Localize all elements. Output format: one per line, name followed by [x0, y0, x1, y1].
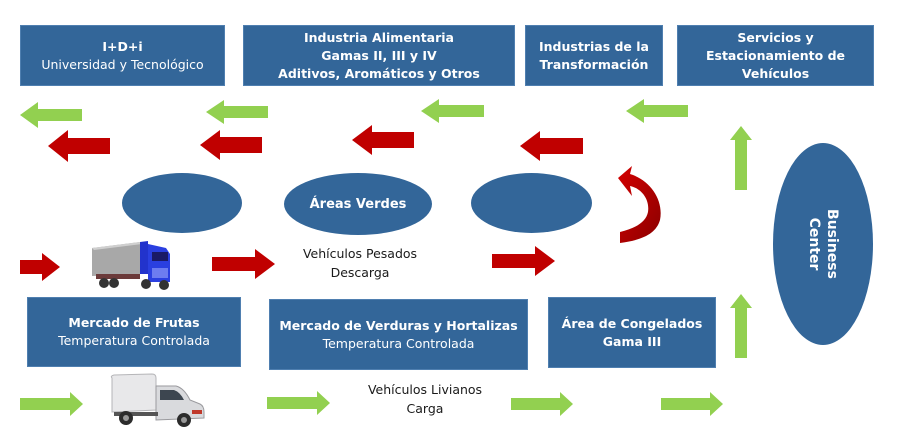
- heavy-vehicles-label: Vehículos Pesados Descarga: [290, 244, 430, 282]
- heavy-vehicles-line1: Vehículos Pesados: [302, 246, 418, 261]
- green-arrow-right: [20, 392, 83, 416]
- heavy-vehicles-line2: Descarga: [330, 265, 390, 280]
- light-vehicles-label: Vehículos Livianos Carga: [355, 380, 495, 418]
- box-industria-alimentaria-line1: Industria Alimentaria: [304, 29, 454, 45]
- green-arrow-right: [661, 392, 723, 416]
- business-center-line1: Business: [824, 209, 840, 279]
- box-mercado-verduras-subtitle: Temperatura Controlada: [322, 335, 475, 351]
- box-industria-alimentaria-line3: Aditivos, Aromáticos y Otros: [278, 65, 480, 81]
- box-servicios-line2: Estacionamiento de: [705, 47, 846, 63]
- box-idi: I+D+i Universidad y Tecnológico: [20, 25, 225, 86]
- box-idi-title: I+D+i: [102, 38, 143, 54]
- box-area-congelados: Área de Congelados Gama III: [548, 297, 716, 368]
- green-arrow-up: [730, 126, 752, 190]
- box-mercado-frutas: Mercado de Frutas Temperatura Controlada: [27, 297, 241, 367]
- box-industrias-transformacion: Industrias de la Transformación: [525, 25, 663, 86]
- box-mercado-frutas-subtitle: Temperatura Controlada: [58, 333, 210, 348]
- red-arrow-right: [20, 253, 60, 281]
- business-center-line2: Center: [806, 217, 822, 271]
- red-arrow-left: [352, 125, 414, 155]
- box-industria-alimentaria-line2: Gamas II, III y IV: [321, 47, 437, 63]
- light-vehicles-line2: Carga: [406, 401, 444, 416]
- green-arrow-right: [511, 392, 573, 416]
- box-servicios: Servicios y Estacionamiento de Vehículos: [677, 25, 874, 86]
- red-arrow-left: [48, 130, 110, 162]
- truck-icon: [92, 241, 170, 290]
- box-mercado-verduras-title: Mercado de Verduras y Hortalizas: [279, 317, 518, 333]
- ellipse-business-center: Business Center: [773, 143, 873, 345]
- box-area-congelados-title: Área de Congelados: [561, 315, 703, 331]
- red-arrow-left: [200, 130, 262, 160]
- box-servicios-line3: Vehículos: [741, 65, 810, 81]
- red-arrow-right: [212, 249, 275, 279]
- box-area-congelados-subtitle: Gama III: [602, 333, 662, 349]
- green-arrow-up: [730, 294, 752, 358]
- green-arrow-left: [206, 100, 268, 124]
- box-mercado-verduras: Mercado de Verduras y Hortalizas Tempera…: [269, 299, 528, 370]
- red-arrow-right: [492, 246, 555, 276]
- ellipse-left: [122, 173, 242, 233]
- green-arrow-left: [626, 99, 688, 123]
- ellipse-areas-verdes: Áreas Verdes: [284, 173, 432, 235]
- box-mercado-frutas-title: Mercado de Frutas: [68, 315, 200, 330]
- box-idi-subtitle: Universidad y Tecnológico: [41, 56, 204, 72]
- ellipse-right: [471, 173, 592, 233]
- green-arrow-right: [267, 391, 330, 415]
- red-arrow-left: [520, 131, 583, 161]
- van-icon: [110, 373, 205, 427]
- box-industrias-transformacion-line2: Transformación: [539, 56, 649, 72]
- box-servicios-line1: Servicios y: [737, 29, 814, 45]
- green-arrow-left: [20, 102, 82, 128]
- box-industrias-transformacion-line1: Industrias de la: [539, 38, 649, 54]
- light-vehicles-line1: Vehículos Livianos: [367, 382, 483, 397]
- box-industria-alimentaria: Industria Alimentaria Gamas II, III y IV…: [243, 25, 515, 86]
- red-uturn-arrow: [618, 166, 661, 243]
- green-arrow-left: [421, 99, 484, 123]
